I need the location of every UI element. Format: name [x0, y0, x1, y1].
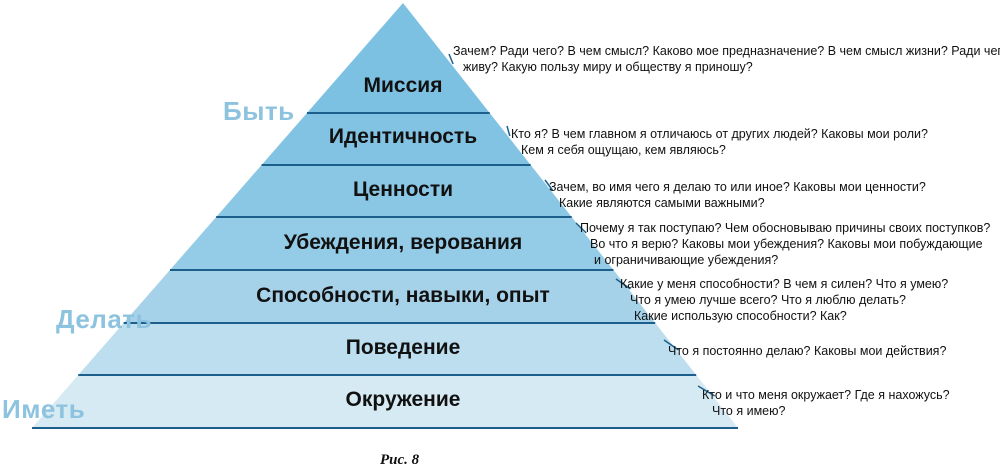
question-line: Кто и что меня окружает? Где я нахожусь?	[702, 388, 950, 402]
pyramid-band-1	[306, 3, 490, 113]
leader-line-3	[544, 179, 554, 191]
question-line: и ограничивающие убеждения?	[594, 253, 779, 267]
level-label-3: Ценности	[353, 178, 453, 201]
question-line: Какие являются самыми важными?	[559, 196, 765, 210]
question-block-6: Что я постоянно делаю? Каковы мои действ…	[668, 343, 946, 359]
question-block-4: Почему я так поступаю? Чем обосновываю п…	[580, 220, 990, 268]
pyramid-band-6	[78, 323, 697, 375]
question-block-7: Кто и что меня окружает? Где я нахожусь?…	[702, 387, 950, 419]
side-label-have: Иметь	[2, 394, 86, 424]
pyramid-band-2	[261, 113, 531, 165]
pyramid-band-7	[32, 375, 738, 428]
question-line: Что я умею лучше всего? Что я люблю дела…	[630, 293, 906, 307]
question-line: Какие использую способности? Как?	[634, 309, 847, 323]
level-label-5: Способности, навыки, опыт	[256, 284, 550, 307]
pyramid-band-4	[169, 217, 614, 270]
question-line: Что я постоянно делаю? Каковы мои действ…	[668, 344, 947, 358]
question-line: Почему я так поступаю? Чем обосновываю п…	[580, 221, 991, 235]
level-label-7: Окружение	[346, 388, 461, 411]
question-block-2: Кто я? В чем главном я отличаюсь от друг…	[511, 126, 928, 158]
pyramid-band-3	[216, 165, 572, 217]
question-line: Кто я? В чем главном я отличаюсь от друг…	[511, 127, 928, 141]
level-label-6: Поведение	[346, 336, 461, 359]
level-label-4: Убеждения, верования	[284, 231, 522, 254]
pyramid-band-5	[123, 270, 656, 323]
question-line: Какие у меня способности? В чем я силен?…	[620, 277, 949, 291]
level-label-1: Миссия	[364, 74, 443, 97]
question-line: Во что я верю? Каковы мои убеждения? Как…	[590, 237, 983, 251]
side-label-do: Делать	[56, 304, 152, 334]
leader-line-2	[506, 125, 511, 137]
question-line: живу? Какую пользу миру и обществу я при…	[463, 60, 753, 74]
side-label-be: Быть	[223, 96, 295, 126]
figure-caption: Рис. 8	[380, 452, 420, 468]
question-block-5: Какие у меня способности? В чем я силен?…	[620, 276, 948, 324]
leader-lines	[448, 53, 716, 397]
question-line: Кем я себя ощущаю, кем являюсь?	[521, 143, 726, 157]
pyramid-dividers	[32, 112, 738, 429]
question-block-1: Зачем? Ради чего? В чем смысл? Каково мо…	[453, 43, 1000, 75]
level-label-2: Идентичность	[329, 125, 477, 148]
question-block-3: Зачем, во имя чего я делаю то или иное? …	[549, 179, 926, 211]
leader-line-1	[448, 53, 454, 65]
leader-line-7	[697, 385, 716, 397]
leader-line-5	[615, 278, 631, 290]
pyramid-bands	[32, 3, 738, 428]
leader-line-4	[575, 222, 587, 234]
question-line: Что я имею?	[712, 404, 786, 418]
question-line: Зачем? Ради чего? В чем смысл? Каково мо…	[453, 44, 1000, 58]
question-line: Зачем, во имя чего я делаю то или иное? …	[549, 180, 926, 194]
leader-line-6	[663, 339, 679, 351]
